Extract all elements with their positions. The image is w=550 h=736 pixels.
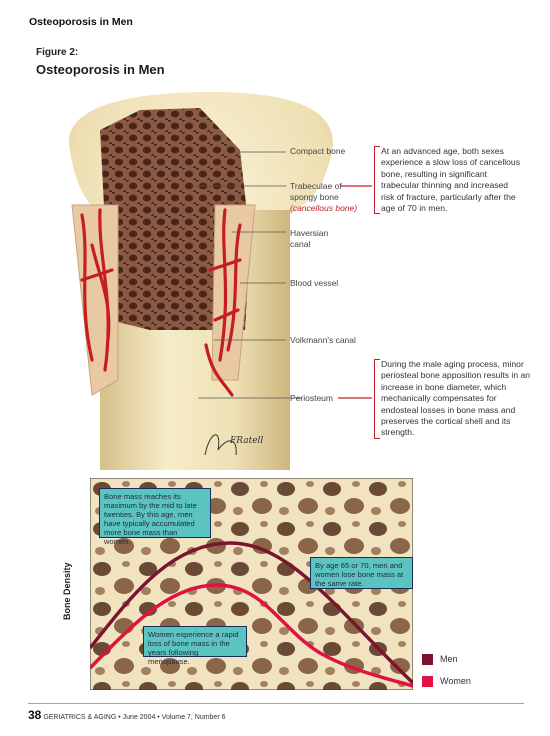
legend-swatch-men	[422, 654, 433, 665]
bone-illustration	[68, 92, 372, 470]
series-line-men	[90, 541, 413, 685]
compact-wall	[71, 204, 119, 396]
note-periosteal-apposition: During the male aging process, minor per…	[374, 359, 531, 439]
footer-rule	[28, 703, 524, 704]
artist-signature: FRatell	[230, 436, 264, 446]
page-number: 38	[28, 708, 42, 722]
y-axis-label: Bone Density	[62, 562, 72, 620]
label-trabeculae: Trabeculae of spongy bone (cancellous bo…	[290, 181, 358, 213]
legend-label-men: Men	[440, 654, 458, 664]
chart-note-menopause: Women experience a rapid loss of bone ma…	[143, 626, 247, 666]
label-volkmanns-canal: Volkmann's canal	[290, 335, 356, 345]
legend-swatch-women	[422, 676, 433, 687]
spongy-bone	[100, 108, 250, 330]
label-periosteum: Periosteum	[290, 393, 333, 403]
footer: 38 GERIATRICS & AGING • June 2004 • Volu…	[28, 708, 226, 722]
figure-label: Figure 2:	[36, 47, 79, 58]
series-line-women	[90, 583, 413, 688]
label-haversian-canal: Haversian canal	[290, 228, 329, 249]
label-compact-bone: Compact bone	[290, 146, 346, 156]
footer-citation: GERIATRICS & AGING • June 2004 • Volume …	[43, 714, 226, 721]
label-blood-vessel: Blood vessel	[290, 278, 339, 288]
running-head: Osteoporosis in Men	[29, 16, 133, 28]
chart-note-peak-mass: Bone mass reaches its maximum by the mid…	[99, 488, 211, 546]
signature-mark	[204, 434, 237, 456]
note-cancellous-loss: At an advanced age, both sexes experienc…	[374, 146, 523, 215]
blood-vessels	[80, 208, 242, 397]
figure-title: Osteoporosis in Men	[36, 62, 165, 77]
legend-label-women: Women	[440, 676, 471, 686]
chart-note-same-rate: By age 65 or 70, men and women lose bone…	[310, 557, 413, 589]
